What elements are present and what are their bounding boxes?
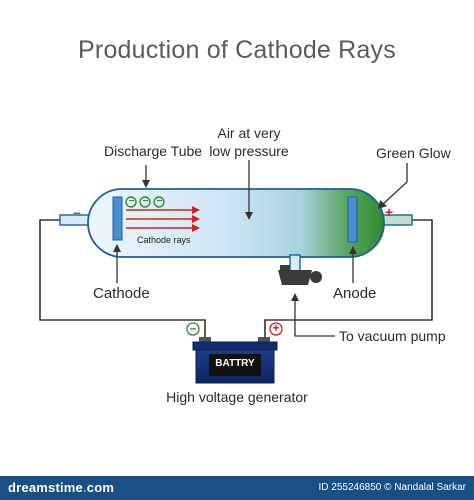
label-generator: High voltage generator	[166, 389, 308, 405]
stopcock	[278, 270, 312, 285]
cathode-plate	[112, 196, 123, 241]
electron-sign-2: −	[142, 196, 149, 207]
battery-minus-circle	[186, 322, 200, 336]
ray-3-head	[192, 224, 200, 232]
left-wire	[39, 219, 206, 340]
label-air-line1: Air at very	[217, 125, 281, 141]
anode-plate	[347, 196, 358, 243]
battery-terminal-left	[199, 337, 211, 344]
watermark-footer: dreamstime.com ID 255246850 © Nandalal S…	[0, 476, 474, 500]
electron-3	[153, 196, 165, 208]
label-air-line2: low pressure	[209, 143, 289, 159]
battery-plus-circle	[269, 322, 283, 336]
pointer-pump	[294, 300, 335, 337]
electron-sign-1: −	[128, 196, 135, 207]
brand-logo: dreamstime.com	[8, 480, 115, 495]
diagram-title: Production of Cathode Rays	[78, 36, 396, 64]
stopcock-knob	[310, 271, 322, 283]
ray-1-head	[192, 206, 200, 214]
pointer-glow	[382, 163, 408, 205]
stopcock-handle	[280, 265, 290, 271]
ray-2-head	[192, 215, 200, 223]
pump-neck	[289, 254, 301, 272]
electron-1	[125, 196, 137, 208]
electron-2	[139, 196, 151, 208]
label-discharge-tube: Discharge Tube	[104, 143, 203, 159]
label-cathode: Cathode	[93, 285, 150, 302]
label-green-glow: Green Glow	[376, 145, 451, 161]
battery-label-plate	[209, 354, 261, 376]
tube-minus-sign: –	[73, 204, 81, 220]
label-anode: Anode	[333, 285, 377, 302]
battery-terminal-right	[258, 337, 270, 344]
electron-sign-3: −	[156, 196, 163, 207]
battery-label: BATTRY	[215, 358, 255, 369]
battery-minus-sign: –	[189, 321, 197, 335]
battery-top	[192, 341, 278, 351]
label-vacuum-pump: To vacuum pump	[339, 328, 446, 344]
label-cathode-rays: Cathode rays	[137, 235, 191, 245]
tube-plus-sign: +	[385, 204, 394, 220]
image-credit: ID 255246850 © Nandalal Sarkar	[318, 482, 466, 493]
right-wire	[264, 219, 433, 340]
battery-plus-sign: +	[272, 321, 280, 335]
